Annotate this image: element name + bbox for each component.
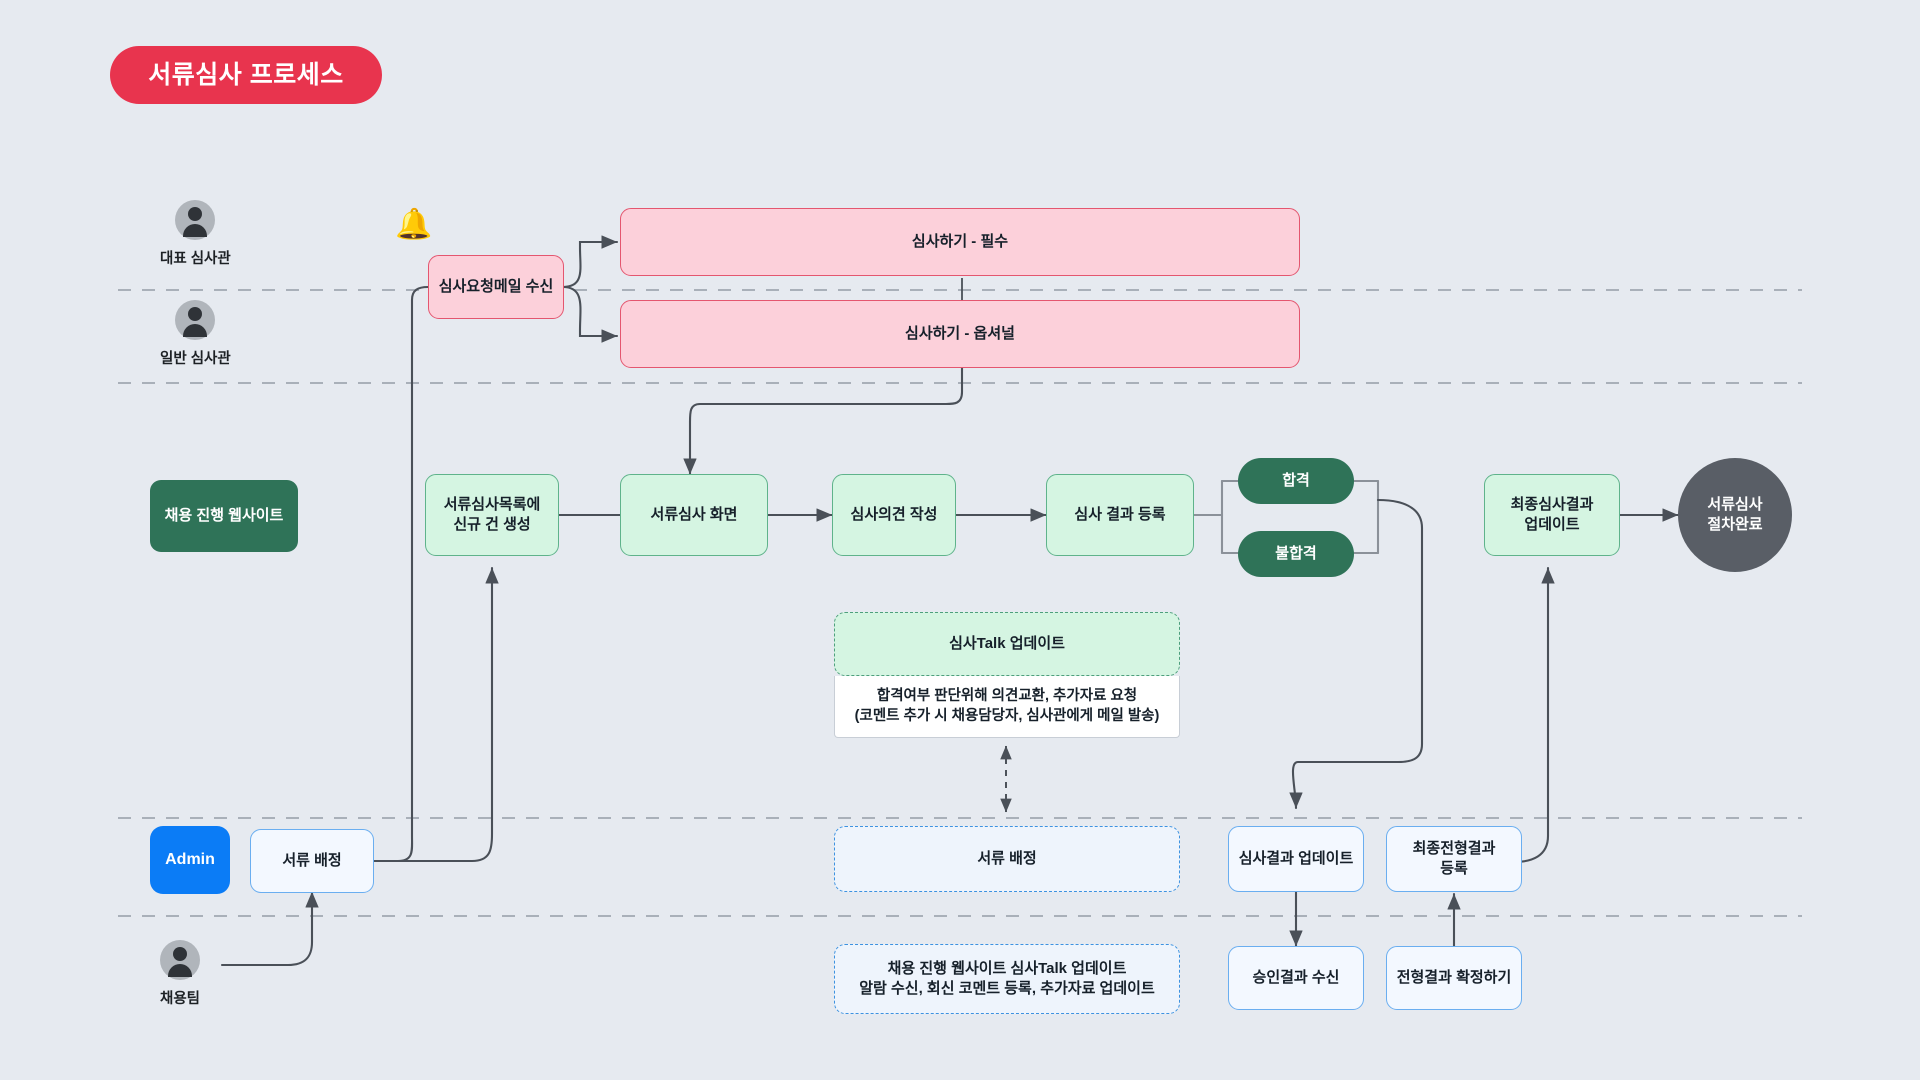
actor-lead-reviewer: 대표 심사관: [160, 200, 231, 268]
node-line-2: 신규 건 생성: [453, 516, 531, 533]
person-avatar-icon: [160, 940, 201, 980]
node-line-1: 서류심사: [1707, 496, 1763, 514]
node-line-2: 업데이트: [1524, 516, 1580, 533]
bell-notification-icon: 🔔: [395, 208, 433, 241]
node-write-opinion[interactable]: 심사의견 작성: [832, 474, 956, 556]
actor-label: 대표 심사관: [160, 251, 231, 267]
node-review-screen[interactable]: 서류심사 화면: [620, 474, 768, 556]
node-final-stage-register[interactable]: 최종전형결과 등록: [1386, 826, 1522, 892]
note-line-2: 알람 수신, 회신 코멘트 등록, 추가자료 업데이트: [859, 980, 1155, 997]
node-review-result-update[interactable]: 심사결과 업데이트: [1228, 826, 1364, 892]
node-final-result-update[interactable]: 최종심사결과 업데이트: [1484, 474, 1620, 556]
actor-hr-team: 채용팀: [160, 940, 200, 1008]
actor-label: 채용팀: [160, 991, 201, 1007]
page-title: 서류심사 프로세스: [110, 46, 382, 104]
lane-tag-website: 채용 진행 웹사이트: [150, 480, 298, 552]
node-review-optional[interactable]: 심사하기 - 옵셔널: [620, 300, 1300, 368]
note-line-1: 합격여부 판단위해 의견교환, 추가자료 요청: [876, 688, 1138, 705]
node-register-result[interactable]: 심사 결과 등록: [1046, 474, 1194, 556]
person-avatar-icon: [175, 300, 216, 340]
node-talk-update[interactable]: 심사Talk 업데이트: [834, 612, 1180, 676]
node-doc-assign-admin[interactable]: 서류 배정: [250, 829, 374, 893]
note-line-2: (코멘트 추가 시 채용담당자, 심사관에게 메일 발송): [854, 707, 1160, 724]
node-create-new-case[interactable]: 서류심사목록에 신규 건 생성: [425, 474, 559, 556]
node-web-talk-note: 채용 진행 웹사이트 심사Talk 업데이트 알람 수신, 회신 코멘트 등록,…: [834, 944, 1180, 1014]
node-fail[interactable]: 불합격: [1238, 531, 1354, 577]
lane-tag-admin: Admin: [150, 826, 230, 894]
node-process-complete: 서류심사 절차완료: [1678, 458, 1792, 572]
node-mail-receive[interactable]: 심사요청메일 수신: [428, 255, 564, 319]
node-line-1: 서류심사목록에: [443, 496, 541, 514]
note-line-1: 채용 진행 웹사이트 심사Talk 업데이트: [887, 960, 1127, 978]
node-approval-receive[interactable]: 승인결과 수신: [1228, 946, 1364, 1010]
node-review-required[interactable]: 심사하기 - 필수: [620, 208, 1300, 276]
lane-divider: [118, 288, 1802, 918]
node-line-2: 등록: [1440, 860, 1468, 877]
node-doc-assign-web[interactable]: 서류 배정: [834, 826, 1180, 892]
person-avatar-icon: [175, 200, 216, 240]
node-pass[interactable]: 합격: [1238, 458, 1354, 504]
actor-label: 일반 심사관: [160, 351, 231, 367]
node-talk-note: 합격여부 판단위해 의견교환, 추가자료 요청 (코멘트 추가 시 채용담당자,…: [834, 676, 1180, 738]
actor-general-reviewer: 일반 심사관: [160, 300, 231, 368]
node-line-1: 최종전형결과: [1412, 840, 1496, 858]
node-stage-confirm[interactable]: 전형결과 확정하기: [1386, 946, 1522, 1010]
node-line-2: 절차완료: [1707, 516, 1763, 533]
node-line-1: 최종심사결과: [1510, 496, 1594, 514]
